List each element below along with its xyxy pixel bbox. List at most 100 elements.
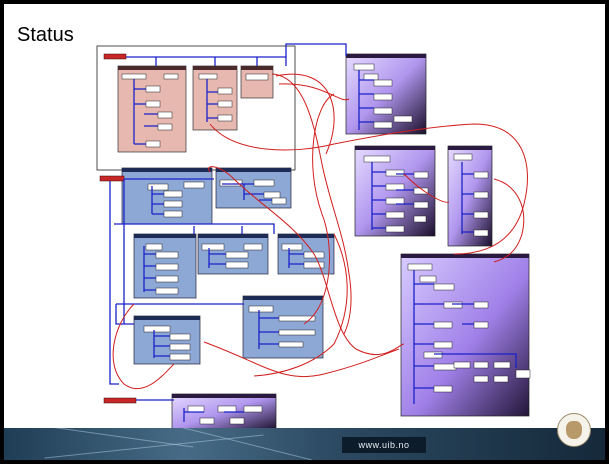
node-box (303, 251, 325, 259)
node-box (453, 153, 473, 161)
annotation-curves (112, 73, 528, 390)
node-box (145, 100, 161, 108)
node-box (271, 197, 287, 205)
node-box (373, 121, 393, 129)
node-box (169, 343, 191, 351)
node-box (121, 73, 147, 80)
footer-streak (44, 434, 264, 459)
node-box (413, 201, 429, 209)
red-tag-3 (103, 397, 137, 404)
node-box (433, 283, 455, 291)
node-box (373, 93, 393, 101)
node-box (473, 191, 489, 199)
pink-panel-3 (240, 65, 274, 99)
footer-banner: www.uib.no (4, 428, 605, 460)
node-box (155, 275, 179, 283)
node-box (243, 243, 263, 251)
node-box (217, 405, 237, 413)
component-diagram (96, 43, 531, 431)
node-box (423, 351, 443, 359)
node-box (373, 107, 393, 115)
node-box (169, 353, 191, 361)
node-box (155, 287, 179, 295)
node-box (225, 261, 249, 269)
node-box (229, 417, 245, 425)
node-box (155, 263, 179, 271)
node-box (163, 210, 183, 218)
node-box (145, 140, 161, 148)
node-box (433, 321, 453, 329)
node-box (253, 179, 275, 187)
node-box (278, 329, 316, 336)
node-box (157, 111, 173, 119)
node-box (493, 361, 511, 369)
node-box (217, 100, 233, 108)
node-box (443, 301, 463, 309)
node-box (407, 263, 433, 271)
node-box (385, 211, 405, 219)
node-box (278, 315, 316, 322)
node-box (419, 275, 437, 283)
node-box (385, 169, 405, 177)
node-box (433, 341, 453, 349)
node-box (473, 361, 489, 369)
node-box (245, 73, 269, 81)
node-box (278, 341, 304, 348)
node-box (393, 115, 413, 123)
node-box (163, 200, 183, 208)
node-box (453, 361, 471, 369)
slide-title: Status (17, 24, 74, 46)
node-box (281, 243, 303, 251)
node-boxes (121, 63, 531, 425)
node-box (363, 155, 391, 163)
node-box (225, 251, 249, 259)
blue-panel-7 (242, 295, 324, 359)
node-box (413, 187, 429, 195)
node-box (385, 197, 405, 205)
node-box (143, 325, 171, 333)
node-box (217, 87, 233, 95)
node-box (373, 79, 393, 87)
node-box (198, 73, 218, 80)
node-box (155, 251, 179, 259)
node-box (433, 363, 457, 371)
node-box (201, 243, 225, 251)
connector-lines (109, 43, 517, 422)
node-box (147, 183, 169, 191)
node-box (163, 73, 179, 80)
node-box (433, 385, 453, 393)
node-box (219, 179, 243, 187)
node-box (473, 171, 489, 179)
node-box (243, 405, 263, 413)
node-box (385, 183, 405, 191)
red-tag-1 (103, 53, 127, 60)
node-box (473, 301, 489, 309)
node-box (385, 225, 405, 233)
node-box (515, 369, 531, 379)
node-box (263, 191, 281, 199)
footer-url[interactable]: www.uib.no (342, 437, 426, 453)
node-box (183, 181, 205, 189)
node-box (473, 229, 489, 237)
node-box (473, 321, 489, 329)
node-box (353, 63, 375, 71)
node-box (187, 405, 205, 413)
node-box (363, 73, 379, 81)
node-box (473, 211, 489, 219)
node-box (493, 375, 509, 383)
node-box (145, 85, 161, 93)
purple-panel-3 (447, 145, 493, 247)
node-box (217, 114, 233, 122)
slide: Status (4, 4, 605, 460)
node-box (199, 417, 215, 425)
pink-panel-1 (117, 65, 187, 153)
node-box (248, 305, 274, 313)
node-box (157, 123, 173, 131)
node-box (413, 171, 429, 179)
node-box (303, 261, 325, 269)
node-box (145, 243, 163, 251)
node-box (473, 375, 489, 383)
node-box (163, 190, 183, 198)
node-box (413, 215, 427, 223)
red-tag-2 (99, 175, 125, 182)
